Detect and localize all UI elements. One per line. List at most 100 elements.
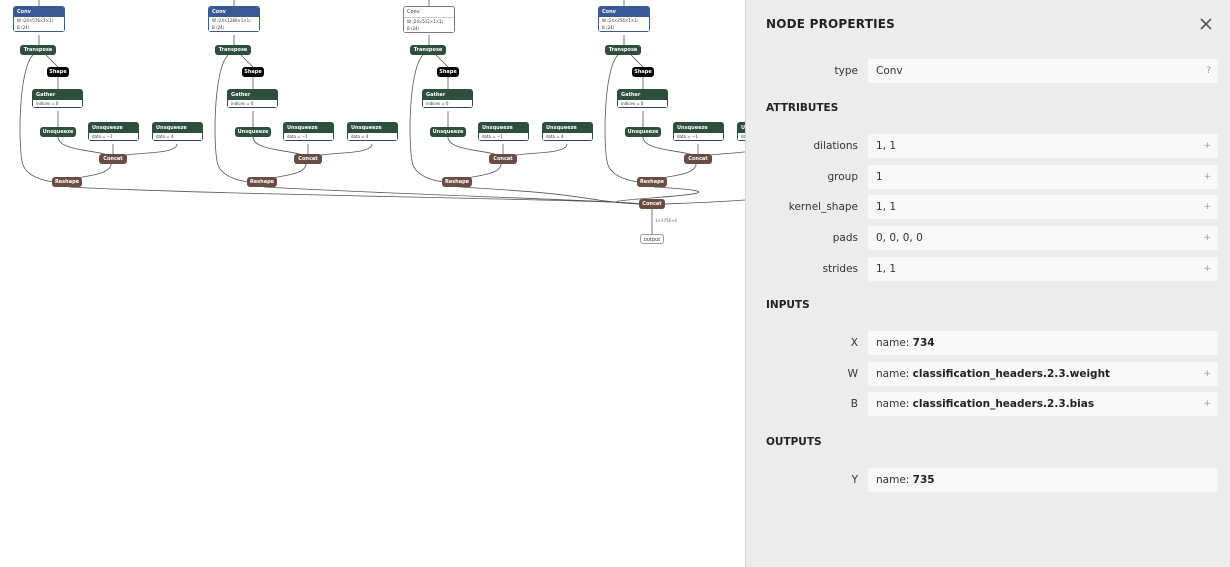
- conv-title: Conv: [14, 7, 64, 17]
- unsqueeze-data: data = 4: [543, 133, 592, 140]
- shape-label: Shape: [244, 69, 262, 75]
- output-value[interactable]: name: 735: [868, 468, 1218, 492]
- shape-node[interactable]: Shape: [437, 67, 459, 77]
- conv-bias: B ⟨24⟩: [599, 24, 649, 31]
- help-icon[interactable]: ?: [1206, 66, 1211, 76]
- unsqueeze-data: data = −1: [674, 133, 723, 140]
- input-name-value: 734: [912, 337, 935, 349]
- node-properties-panel: NODE PROPERTIES type Conv ? ATTRIBUTES I…: [745, 0, 1230, 567]
- expand-icon[interactable]: +: [1203, 263, 1211, 274]
- concat-node[interactable]: Concat: [684, 154, 712, 164]
- conv-bias: B ⟨24⟩: [404, 25, 454, 32]
- transpose-node[interactable]: Transpose: [215, 45, 251, 55]
- graph-edge: [240, 54, 254, 68]
- transpose-node[interactable]: Transpose: [20, 45, 56, 55]
- graph-edge: [214, 54, 254, 183]
- reshape-node[interactable]: Reshape: [52, 177, 82, 187]
- concat-label: Concat: [298, 156, 318, 162]
- close-icon[interactable]: [1197, 15, 1215, 33]
- gather-label: Gather: [33, 90, 82, 100]
- output-node[interactable]: output: [640, 234, 664, 244]
- concat-node[interactable]: Concat: [294, 154, 322, 164]
- unsqueeze-node[interactable]: Unsqueeze: [235, 127, 271, 137]
- unsqueeze-node[interactable]: Unsqueeze: [40, 127, 76, 137]
- shape-label: Shape: [634, 69, 652, 75]
- expand-icon[interactable]: +: [1203, 368, 1211, 379]
- input-value[interactable]: name: 734: [868, 331, 1218, 355]
- unsqueeze-label: Unsqueeze: [237, 129, 269, 135]
- gather-label: Gather: [228, 90, 277, 100]
- graph-edge: [642, 136, 694, 156]
- attribute-value-text: 0, 0, 0, 0: [876, 232, 923, 245]
- input-value[interactable]: name: classification_headers.2.3.bias+: [868, 392, 1218, 416]
- graph-edge: [447, 136, 499, 156]
- expand-icon[interactable]: +: [1203, 399, 1211, 409]
- type-value[interactable]: Conv ?: [868, 59, 1218, 83]
- graph-edges: [19, 0, 745, 234]
- reshape-node[interactable]: Reshape: [247, 177, 277, 187]
- gather-indices: indices = 0: [33, 100, 82, 107]
- gather-label: Gather: [423, 90, 472, 100]
- unsqueeze-node[interactable]: Unsqueeze: [625, 127, 661, 137]
- conv-bias: B ⟨24⟩: [14, 24, 64, 31]
- conv-weight: W ⟨24×1280×1×1⟩: [209, 17, 259, 24]
- expand-icon[interactable]: +: [1203, 141, 1211, 151]
- attribute-value[interactable]: 1, 1+: [868, 195, 1218, 220]
- graph-edge: [458, 186, 641, 205]
- attribute-value[interactable]: 1+: [868, 164, 1218, 189]
- concat-node[interactable]: Concat: [99, 154, 127, 164]
- graph-edge: [409, 54, 449, 183]
- reshape-node[interactable]: Reshape: [637, 177, 667, 187]
- attribute-value[interactable]: 1, 1+: [868, 256, 1218, 281]
- unsqueeze-data: data = −1: [479, 133, 528, 140]
- concat-label: Concat: [103, 156, 123, 162]
- attribute-label: pads: [832, 232, 858, 245]
- final-concat-node[interactable]: Concat: [639, 199, 665, 209]
- gather-indices: indices = 0: [618, 100, 667, 107]
- attribute-value[interactable]: 1, 1+: [868, 134, 1218, 158]
- reshape-node[interactable]: Reshape: [442, 177, 472, 187]
- input-value[interactable]: name: classification_headers.2.3.weight+: [868, 361, 1218, 386]
- unsqueeze-label: Unsqueeze: [627, 129, 659, 135]
- expand-icon[interactable]: +: [1203, 233, 1211, 244]
- gather-indices: indices = 0: [228, 100, 277, 107]
- transpose-node[interactable]: Transpose: [410, 45, 446, 55]
- unsqueeze-data: data = −1: [89, 133, 138, 140]
- attribute-label: kernel_shape: [788, 201, 858, 214]
- conv-weight: W ⟨24×576×1×1⟩: [14, 17, 64, 24]
- unsqueeze-label: Unsqueeze: [153, 123, 202, 133]
- unsqueeze-node[interactable]: Unsqueeze: [430, 127, 466, 137]
- output-name-value: 735: [912, 474, 935, 486]
- output-name-prefix: name:: [876, 474, 913, 486]
- expand-icon[interactable]: +: [1203, 202, 1211, 213]
- concat-node[interactable]: Concat: [489, 154, 517, 164]
- transpose-node[interactable]: Transpose: [605, 45, 641, 55]
- attribute-value[interactable]: 0, 0, 0, 0 +: [868, 226, 1218, 251]
- shape-node[interactable]: Shape: [47, 67, 69, 77]
- shape-node[interactable]: Shape: [242, 67, 264, 77]
- expand-icon[interactable]: +: [1203, 171, 1211, 182]
- shape-label: Shape: [49, 69, 67, 75]
- inputs-section-title: INPUTS: [766, 299, 810, 311]
- attribute-value-text: 1: [876, 170, 883, 183]
- final-concat-label: Concat: [642, 201, 662, 207]
- gather-label: Gather: [618, 90, 667, 100]
- shape-node[interactable]: Shape: [632, 67, 654, 77]
